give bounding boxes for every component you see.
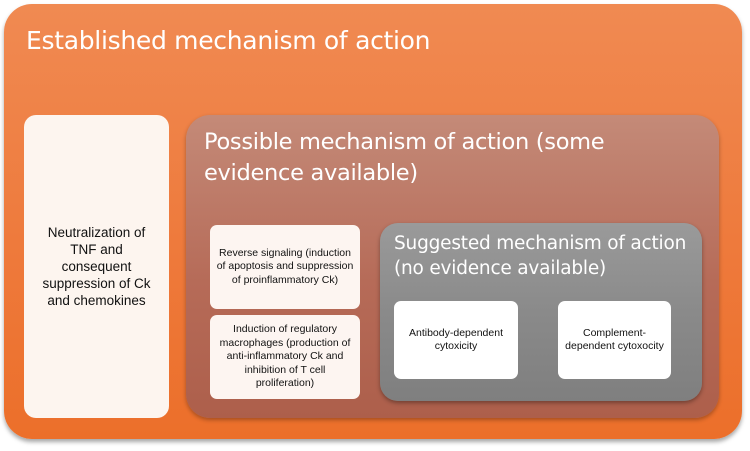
reverse-signaling-box: Reverse signaling (induction of apoptosi… [210, 225, 360, 309]
established-mechanism-panel: Established mechanism of action Neutrali… [4, 4, 742, 439]
suggested-mechanism-panel: Suggested mechanism of action (no eviden… [380, 223, 702, 401]
suggested-mechanism-title: Suggested mechanism of action (no eviden… [394, 233, 687, 279]
tnf-neutralization-box: Neutralization of TNF and consequent sup… [24, 115, 169, 418]
antibody-cytotoxicity-box: Antibody-dependent cytoxicity [394, 301, 518, 379]
regulatory-macrophages-box: Induction of regulatory macrophages (pro… [210, 315, 360, 399]
possible-mechanism-title: Possible mechanism of action (some evide… [204, 129, 605, 186]
established-mechanism-title: Established mechanism of action [26, 26, 431, 55]
possible-mechanism-panel: Possible mechanism of action (some evide… [186, 115, 719, 418]
tnf-neutralization-text: Neutralization of TNF and consequent sup… [42, 225, 151, 308]
reverse-signaling-text: Reverse signaling (induction of apoptosi… [216, 246, 354, 286]
regulatory-macrophages-text: Induction of regulatory macrophages (pro… [219, 323, 351, 390]
antibody-cytotoxicity-text: Antibody-dependent cytoxicity [409, 326, 503, 353]
complement-cytotoxicity-text: Complement-dependent cytoxocity [565, 326, 664, 353]
complement-cytotoxicity-box: Complement-dependent cytoxocity [558, 301, 671, 379]
